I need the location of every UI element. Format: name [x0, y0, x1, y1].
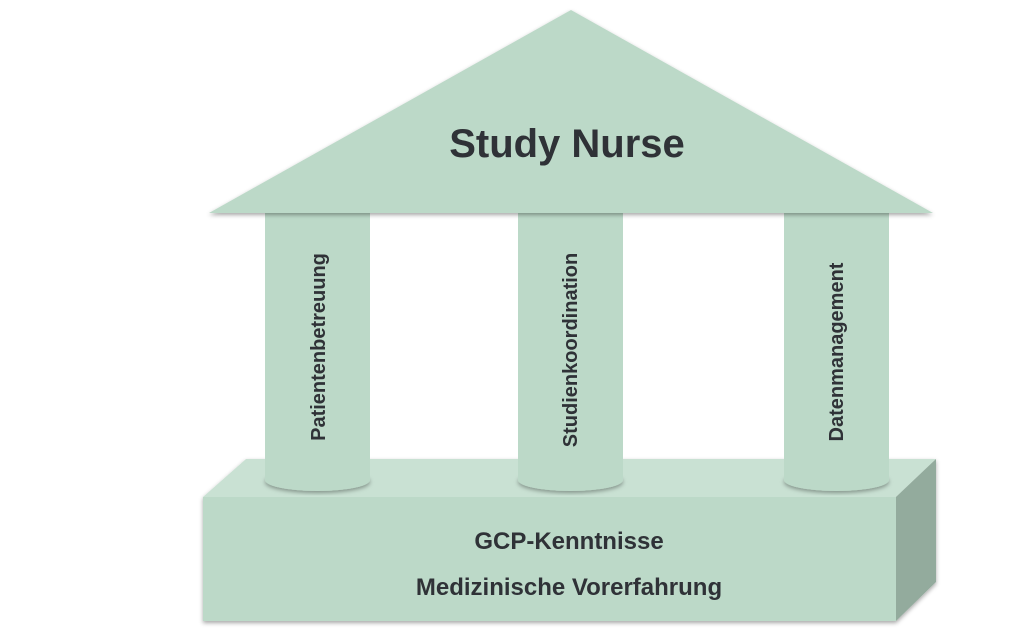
pillar-label: Studienkoordination	[560, 253, 582, 447]
pillar-label: Datenmanagement	[826, 262, 848, 441]
foundation-side-face	[896, 459, 936, 621]
pillar-3: Datenmanagement	[784, 212, 889, 491]
pillar-1: Patientenbetreuung	[265, 212, 370, 491]
foundation-label-experience: Medizinische Vorerfahrung	[416, 574, 722, 601]
pillar-2: Studienkoordination	[518, 212, 623, 491]
roof-title: Study Nurse	[449, 122, 685, 166]
foundation	[203, 459, 936, 621]
foundation-label-gcp: GCP-Kenntnisse	[474, 528, 663, 555]
pillar-label: Patientenbetreuung	[308, 253, 330, 441]
foundation-front-face	[203, 497, 896, 621]
roof	[209, 10, 933, 213]
